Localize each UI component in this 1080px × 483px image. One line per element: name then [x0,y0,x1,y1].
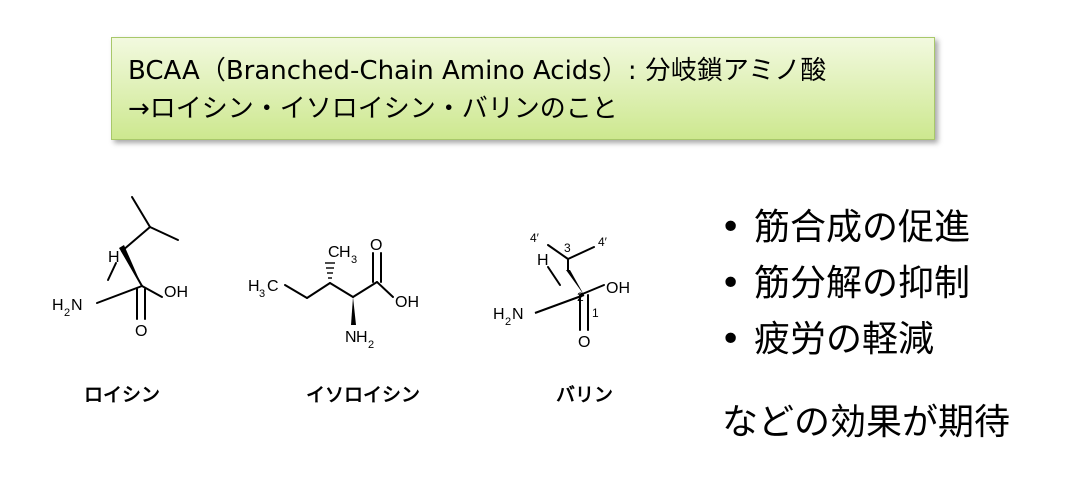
isoleucine-structure: C H 3 H 3 C O OH N H 2 [248,237,419,351]
subscript-label: 3 [259,288,265,300]
carbon-number: 1 [592,306,599,320]
o-label: O [578,334,590,351]
o-label: O [135,323,147,340]
effect-text: 筋合成の促進 [754,207,971,248]
n-label: N [71,297,83,314]
subscript-label: 2 [368,339,374,351]
bullet: • [720,319,742,360]
o-label: O [370,237,382,254]
molecule-name-leucine: ロイシン [84,384,161,406]
effect-text: 疲労の軽減 [754,319,935,360]
h-label: H [108,249,120,266]
h-label: H [248,278,260,295]
header-line-1: BCAA（Branched-Chain Amino Acids）: 分岐鎖アミノ… [128,56,827,86]
footer-text: などの効果が期待 [722,402,1011,443]
oh-label: OH [395,294,419,311]
effect-item: • 筋分解の抑制 [720,256,970,312]
c-label: C [328,244,340,261]
h-label: H [537,252,549,269]
leucine-structure: H H 2 N OH O [52,196,188,340]
carbon-number: 3 [564,241,571,255]
molecule-name-isoleucine: イソロイシン [306,384,421,406]
effect-item: • 疲労の軽減 [720,312,970,368]
h-label: H [493,306,505,323]
carbon-number: 2 [577,290,584,304]
h-label: H [339,244,351,261]
effects-list: • 筋合成の促進 • 筋分解の抑制 • 疲労の軽減 [720,200,970,368]
h-label: H [52,297,64,314]
effect-item: • 筋合成の促進 [720,200,970,256]
oh-label: OH [164,284,188,301]
bullet: • [720,263,742,304]
header-box: BCAA（Branched-Chain Amino Acids）: 分岐鎖アミノ… [111,37,935,140]
n-label: N [512,306,524,323]
carbon-number: 4′ [598,235,608,249]
oh-label: OH [606,280,630,297]
molecule-name-valine: バリン [556,384,614,406]
bullet: • [720,207,742,248]
subscript-label: 3 [351,254,357,266]
subscript-label: 2 [505,316,511,328]
c-label: C [267,278,279,295]
carbon-number: 4′ [530,231,540,245]
subscript-label: 2 [64,307,70,319]
n-label: N [345,329,357,346]
effect-text: 筋分解の抑制 [754,263,971,304]
header-line-2: →ロイシン・イソロイシン・バリンのこと [128,94,618,124]
h-label: H [356,329,368,346]
valine-structure: 4′ 3 4′ H 2 OH 1 H 2 N O [493,231,630,351]
